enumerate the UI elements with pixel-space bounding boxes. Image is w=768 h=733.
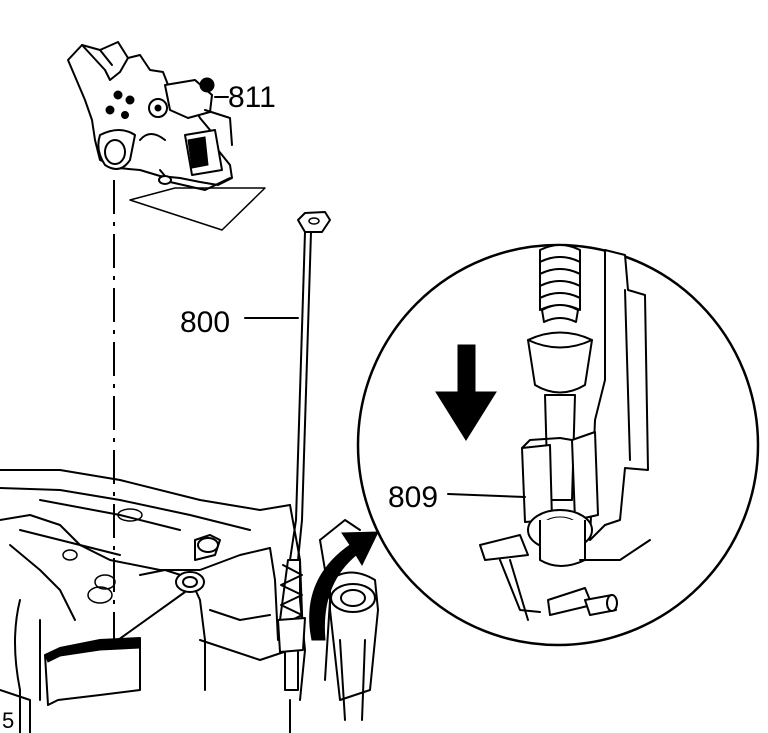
detail-magnifier	[356, 243, 760, 647]
detail-bracket	[589, 249, 649, 541]
case-edge-mark: 5	[2, 708, 14, 733]
detail-spring	[539, 244, 581, 323]
callout-809: 809	[388, 481, 438, 514]
detent-lever-pad	[44, 637, 141, 706]
detent-sleeve	[521, 444, 553, 523]
manual-shaft-rod	[277, 211, 331, 691]
transmission-case: 5	[0, 469, 361, 733]
callout-811: 811	[228, 81, 276, 114]
callout-809-leader	[447, 493, 526, 498]
down-arrow-icon	[435, 344, 497, 441]
alignment-leader	[117, 591, 186, 641]
mounting-plate	[129, 187, 266, 231]
detail-cone	[527, 331, 593, 394]
park-lock-actuator	[67, 41, 233, 191]
callout-800: 800	[180, 306, 230, 339]
valve-body-boss	[329, 571, 379, 721]
